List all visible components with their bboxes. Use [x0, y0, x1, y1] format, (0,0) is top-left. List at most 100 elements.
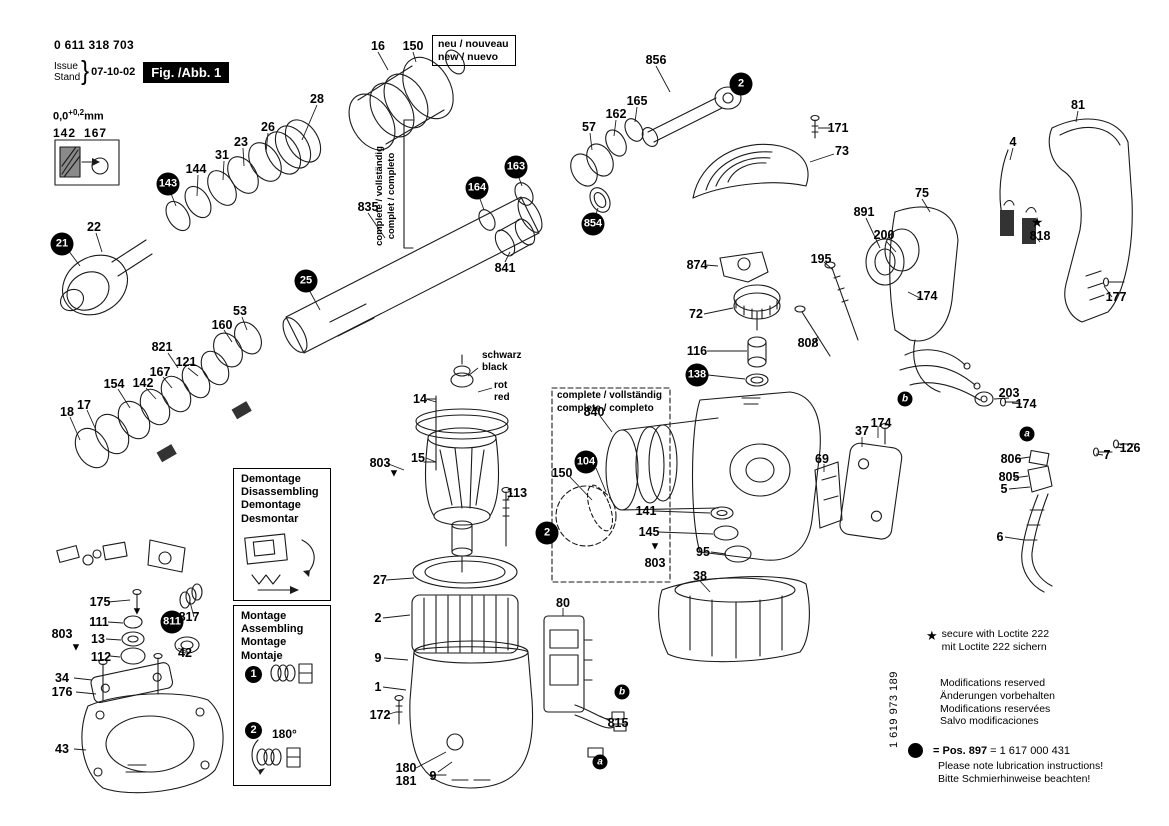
modifications-note: Modifications reserved Änderungen vorbeh… — [940, 677, 1055, 728]
part-number-highlighted: 2 — [729, 72, 753, 96]
color-black-line-2: black — [482, 361, 508, 373]
part-number-label: 95 — [696, 544, 710, 559]
part-number-label: 840 — [583, 404, 605, 419]
part-number-label: 4 — [1009, 134, 1017, 149]
part-number-label: 72 — [689, 306, 703, 321]
part-number-label: 203 — [998, 385, 1020, 400]
assembly-callout: Montage Assembling Montage Montaje 1 2 1… — [233, 605, 331, 786]
part-number-label: 891 — [853, 204, 875, 219]
part-number-label: 818 — [1029, 228, 1051, 243]
part-number-label: 803 — [644, 555, 666, 570]
complete-left-line-1: complete / vollständig — [374, 146, 385, 246]
part-number-label: 805 — [998, 469, 1020, 484]
part-number-label: 13 — [91, 631, 105, 646]
part-number-label: 150 — [402, 38, 424, 53]
tolerance-refs: 142 167 — [53, 126, 115, 140]
star-icon: ★ — [926, 628, 938, 643]
part-number-label: 126 — [1119, 440, 1141, 455]
disassembly-line-de: Demontage — [241, 473, 301, 485]
complete-left-line-2: complet / completo — [385, 152, 397, 240]
loctite-text: secure with Loctite 222 mit Loctite 222 … — [942, 628, 1049, 654]
disassembly-line-es: Desmontar — [241, 512, 299, 525]
part-number-label: 177 — [1105, 289, 1127, 304]
part-number-label: 141 — [635, 503, 657, 518]
arrow-marker: ▼ — [649, 540, 661, 553]
part-number-label: 808 — [797, 335, 819, 350]
part-number-label: 7 — [1103, 447, 1111, 462]
new-part-line-1: neu / nouveau — [438, 38, 509, 50]
part-number-label: 53 — [233, 303, 247, 318]
part-number-label: 180 — [395, 760, 417, 775]
part-number-label: 75 — [915, 185, 929, 200]
disassembly-line-fr: Demontage — [241, 499, 301, 512]
part-number-label: 167 — [149, 364, 171, 379]
part-number-highlighted: 21 — [50, 232, 74, 256]
tolerance-ref-167: 167 — [84, 125, 108, 140]
complete-note-left: complete / vollständig complet / complet… — [374, 145, 398, 247]
part-number-highlighted: 104 — [574, 450, 598, 474]
black-dot-icon — [908, 743, 923, 758]
part-number-label: 80 — [556, 595, 570, 610]
part-number-label: 6 — [996, 529, 1004, 544]
brace-glyph: } — [81, 56, 90, 87]
issue-date: 07-10-02 — [91, 66, 136, 78]
modifications-line-es: Salvo modificaciones — [940, 715, 1039, 728]
part-number-label: 174 — [870, 415, 892, 430]
tolerance-base: 0,0 — [53, 110, 69, 123]
part-number-label: 38 — [693, 568, 707, 583]
modifications-line-de: Änderungen vorbehalten — [940, 689, 1056, 702]
figure-label: Fig. /Abb. 1 — [143, 61, 230, 83]
part-number-highlighted: 163 — [504, 155, 528, 179]
complete-right-line-1: complete / vollständig — [557, 390, 663, 401]
part-number-label: 27 — [373, 572, 387, 587]
arrow-marker: ▼ — [388, 467, 400, 480]
part-number-label: 835 — [357, 199, 379, 214]
part-number-label: 1 — [374, 679, 382, 694]
part-number-label: 162 — [605, 106, 627, 121]
part-number-label: 28 — [310, 91, 324, 106]
assembly-line-fr: Montage — [241, 636, 287, 649]
complete-note-right: complete / vollständig complete / comple… — [557, 390, 662, 415]
part-number-label: 174 — [916, 288, 938, 303]
part-number-label: 121 — [175, 354, 197, 369]
part-number-label: 195 — [810, 251, 832, 266]
loctite-note: ★ secure with Loctite 222 mit Loctite 22… — [926, 628, 1049, 654]
assembly-line-es: Montaje — [241, 649, 283, 662]
color-red-line-1: rot — [494, 380, 508, 391]
part-number-label: 821 — [151, 339, 173, 354]
pos-897-label: = Pos. 897 — [933, 744, 988, 757]
part-number-label: 181 — [395, 773, 417, 788]
model-number: 0 611 318 703 — [54, 38, 134, 52]
part-number-label: 817 — [178, 609, 200, 624]
part-number-label: 174 — [1015, 396, 1037, 411]
arrow-marker: ▼ — [70, 641, 82, 654]
assembly-line-en: Assembling — [241, 623, 304, 636]
part-number-highlighted: 2 — [535, 521, 559, 545]
part-number-highlighted: 25 — [294, 269, 318, 293]
tolerance-ref-142: 142 — [53, 125, 77, 140]
part-number-label: 57 — [582, 119, 596, 134]
part-number-label: 200 — [873, 227, 895, 242]
part-number-label: 165 — [626, 93, 648, 108]
part-number-label: 34 — [55, 670, 69, 685]
part-number-label: 145 — [638, 524, 660, 539]
part-number-label: 112 — [90, 649, 112, 664]
lubrication-note: Please note lubrication instructions! Bi… — [938, 760, 1103, 786]
part-number-label: 69 — [815, 451, 829, 466]
color-note-red: rot red — [494, 380, 510, 403]
color-note-black: schwarz black — [482, 350, 521, 373]
disassembly-callout: Demontage Disassembling Demontage Desmon… — [233, 468, 331, 601]
arrow-marker: ▼ — [131, 605, 143, 618]
part-number-label: 26 — [261, 119, 275, 134]
part-number-label: 160 — [211, 317, 233, 332]
new-part-callout: neu / nouveau new / nuevo — [432, 35, 516, 67]
issue-stand-row: Issue Stand } 07-10-02 Fig. /Abb. 1 — [54, 56, 230, 87]
part-number-label: 113 — [506, 485, 528, 500]
part-number-label: 31 — [215, 147, 229, 162]
modifications-line-en: Modifications reserved — [940, 677, 1046, 689]
part-number-label: 856 — [645, 52, 667, 67]
part-number-label: 111 — [89, 614, 109, 629]
part-number-label: 803 — [51, 626, 73, 641]
